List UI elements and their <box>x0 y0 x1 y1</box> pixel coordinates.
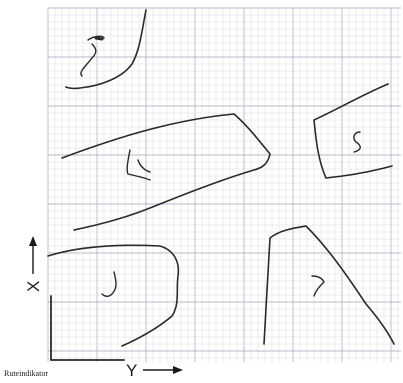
route-indicator-label: Ruteindikator <box>4 369 48 378</box>
x-axis-label: X <box>24 281 43 292</box>
sketch-right-box <box>314 84 392 178</box>
y-axis-arrow-icon <box>143 366 183 374</box>
sketch-top-left-mark <box>81 36 104 76</box>
x-axis-arrow-icon <box>29 236 37 274</box>
y-axis-label: Y <box>126 361 137 378</box>
grid-lines <box>48 8 401 362</box>
sketch-bottom-left-shape <box>48 245 178 346</box>
sketch-right-mark <box>354 132 360 152</box>
sketch-center-shape <box>62 114 270 230</box>
sketch-center-mark <box>127 150 150 180</box>
sketch-top-left-dot <box>96 38 102 39</box>
sketch-bottom-right-shape <box>264 226 394 344</box>
